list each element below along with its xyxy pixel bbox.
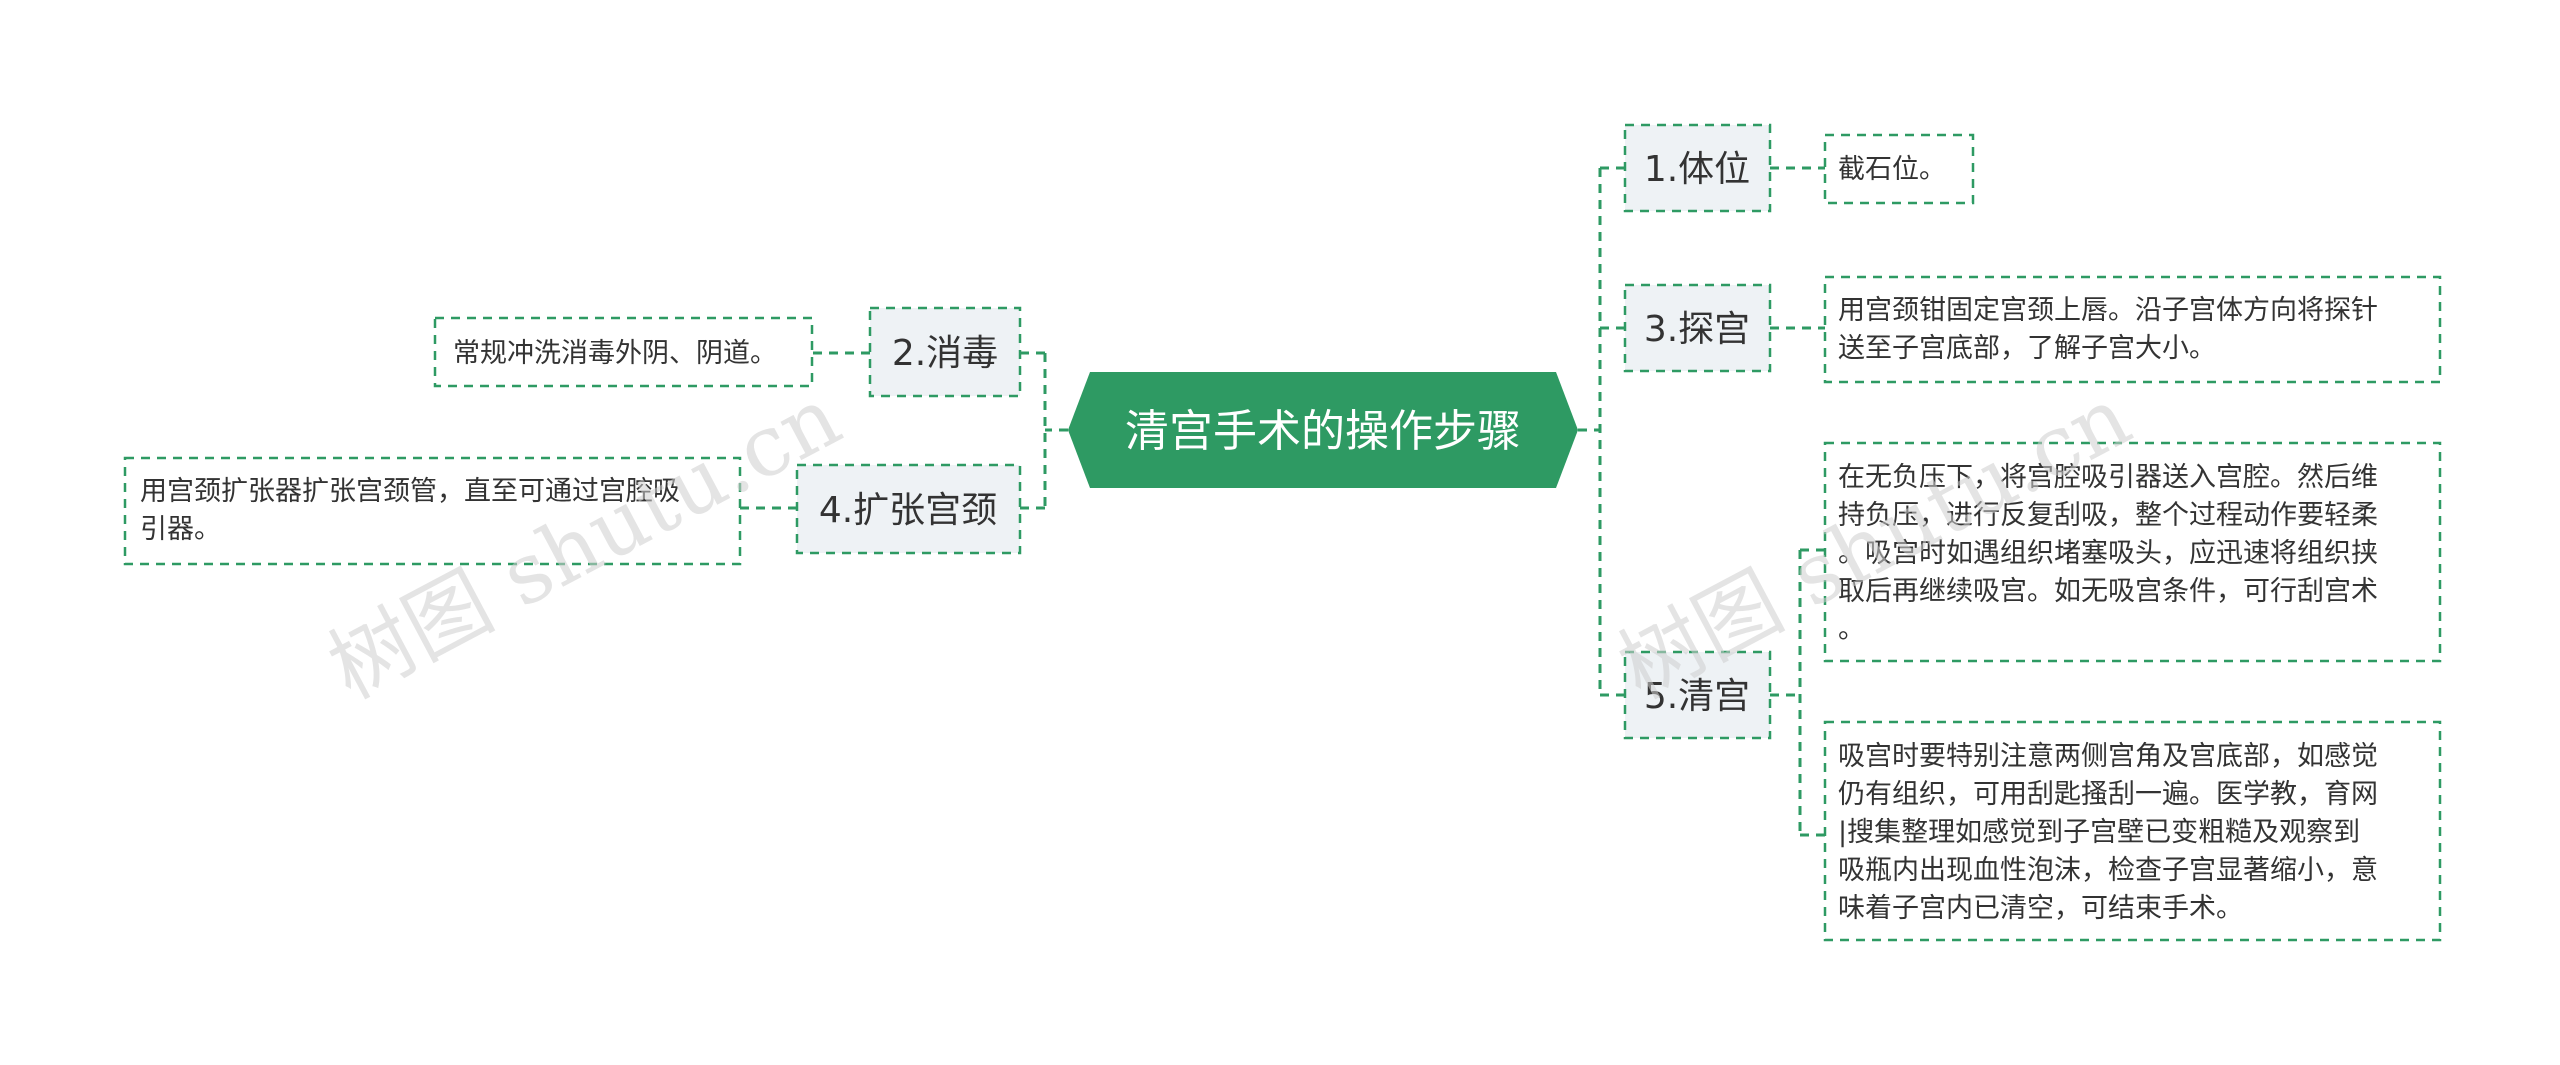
leaf-b5-1-line-0: 吸宫时要特别注意两侧宫角及宫底部，如感觉 xyxy=(1838,741,2378,772)
branch-b4-box xyxy=(795,463,1022,555)
leaf-b2-0-box xyxy=(433,316,814,388)
leaf-node-b4-0[interactable]: 用宫颈扩张器扩张宫颈管，直至可通过宫腔吸 引器。 xyxy=(123,456,742,566)
leaf-b5-1-line-2: |搜集整理如感觉到子宫壁已变粗糙及观察到 xyxy=(1838,817,2360,848)
branch-node-b1[interactable]: 1.体位 xyxy=(1623,123,1772,213)
root-node[interactable]: 清宫手术的操作步骤 xyxy=(1068,372,1578,488)
leaf-node-b5-1[interactable]: 吸宫时要特别注意两侧宫角及宫底部，如感觉 仍有组织，可用刮匙搔刮一遍。医学教，育… xyxy=(1823,720,2442,942)
branch-node-b4[interactable]: 4.扩张宫颈 xyxy=(795,463,1022,555)
branch-b1-label: 1.体位 xyxy=(1644,149,1750,190)
branch-b2-label: 2.消毒 xyxy=(892,333,998,374)
leaf-node-b5-0[interactable]: 在无负压下，将宫腔吸引器送入宫腔。然后维 持负压，进行反复刮吸，整个过程动作要轻… xyxy=(1823,441,2442,663)
root-label: 清宫手术的操作步骤 xyxy=(1125,406,1521,457)
branch-b5-label: 5.清宫 xyxy=(1644,676,1750,717)
branch-node-b3[interactable]: 3.探宫 xyxy=(1623,283,1772,373)
connectors xyxy=(740,166,1825,837)
leaf-b5-1-line-4: 味着子宫内已清空，可结束手术。 xyxy=(1838,893,2243,924)
leaf-node-b2-0[interactable]: 常规冲洗消毒外阴、阴道。 xyxy=(433,316,814,388)
branch-b2-box xyxy=(868,306,1022,398)
leaf-b3-0-line-0: 用宫颈钳固定宫颈上唇。沿子宫体方向将探针 xyxy=(1838,295,2378,326)
leaf-node-b1-0[interactable]: 截石位。 xyxy=(1823,133,1975,205)
leaf-b3-0-line-1: 送至子宫底部，了解子宫大小。 xyxy=(1838,333,2216,364)
leaf-b5-0-line-0: 在无负压下，将宫腔吸引器送入宫腔。然后维 xyxy=(1838,462,2378,493)
branch-node-b2[interactable]: 2.消毒 xyxy=(868,306,1022,398)
leaf-b5-1-line-1: 仍有组织，可用刮匙搔刮一遍。医学教，育网 xyxy=(1838,779,2378,810)
leaf-b5-0-line-3: 取后再继续吸宫。如无吸宫条件，可行刮宫术 xyxy=(1838,576,2378,607)
leaf-b5-0-line-4: 。 xyxy=(1838,614,1865,645)
root-shape xyxy=(1068,372,1578,488)
leaf-b1-0-box xyxy=(1823,133,1975,205)
branch-b3-label: 3.探宫 xyxy=(1644,309,1750,350)
branch-b1-box xyxy=(1623,123,1772,213)
leaf-b4-0-line-0: 用宫颈扩张器扩张宫颈管，直至可通过宫腔吸 xyxy=(140,476,680,507)
leaf-b5-0-line-1: 持负压，进行反复刮吸，整个过程动作要轻柔 xyxy=(1838,500,2378,531)
leaf-b5-0-box xyxy=(1823,441,2442,663)
branch-b4-label: 4.扩张宫颈 xyxy=(819,490,997,531)
leaf-b3-0-box xyxy=(1823,275,2442,384)
branch-b3-box xyxy=(1623,283,1772,373)
leaf-b5-0-line-2: 。吸宫时如遇组织堵塞吸头，应迅速将组织挟 xyxy=(1838,538,2378,569)
leaf-b2-0-line-0: 常规冲洗消毒外阴、阴道。 xyxy=(453,338,777,369)
branch-b5-box xyxy=(1623,650,1772,740)
connector-b5-trunk xyxy=(1770,550,1802,835)
branch-node-b5[interactable]: 5.清宫 xyxy=(1623,650,1772,740)
leaf-b4-0-line-1: 引器。 xyxy=(140,514,221,545)
leaf-node-b3-0[interactable]: 用宫颈钳固定宫颈上唇。沿子宫体方向将探针 送至子宫底部，了解子宫大小。 xyxy=(1823,275,2442,384)
leaf-b5-1-line-3: 吸瓶内出现血性泡沫，检查子宫显著缩小，意 xyxy=(1838,855,2378,886)
leaf-b4-0-box xyxy=(123,456,742,566)
leaf-b5-1-box xyxy=(1823,720,2442,942)
leaf-b1-0-line-0: 截石位。 xyxy=(1838,154,1946,185)
